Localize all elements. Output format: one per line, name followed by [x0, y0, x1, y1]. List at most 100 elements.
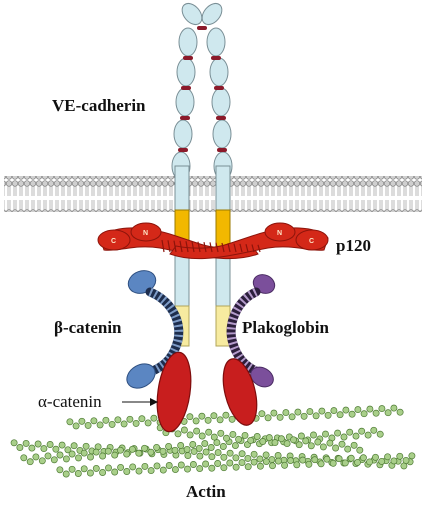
actin-subunit: [199, 413, 205, 419]
actin-subunit: [142, 463, 148, 469]
actin-subunit: [307, 409, 313, 415]
ec-domain: [174, 120, 192, 148]
actin-subunit: [331, 408, 337, 414]
actin-subunit: [221, 454, 227, 460]
actin-subunit: [318, 461, 324, 467]
actin-subunit: [271, 410, 277, 416]
actin-subunit: [59, 442, 65, 448]
actin-subunit: [296, 442, 302, 448]
actin-subunit: [148, 449, 154, 455]
ve-cadherin-label: VE-cadherin: [52, 96, 146, 116]
actin-subunit: [312, 457, 318, 463]
actin-subunit: [342, 460, 348, 466]
actin-subunit: [175, 431, 181, 437]
actin-subunit: [385, 454, 391, 460]
actin-subunit: [71, 443, 77, 449]
actin-subunit: [53, 446, 59, 452]
actin-subunit: [160, 467, 166, 473]
actin-subunit: [345, 446, 351, 452]
actin-subunit: [300, 457, 306, 463]
actin-subunit: [185, 452, 191, 458]
actin-subunit: [308, 443, 314, 449]
p120-right-n-label: N: [277, 230, 282, 237]
actin-subunit: [306, 461, 312, 467]
actin-subunit: [39, 458, 45, 464]
actin-subunit: [47, 441, 53, 447]
p120-catenin: C N N C: [98, 223, 328, 259]
actin-subunit: [105, 448, 111, 454]
calcium-binding-link: [216, 116, 226, 120]
actin-subunit: [205, 417, 211, 423]
ve-cadherin-dimer: [172, 0, 232, 346]
actin-subunit: [202, 441, 208, 447]
actin-subunit: [203, 449, 209, 455]
actin-subunit: [372, 454, 378, 460]
calcium-binding-link: [181, 86, 191, 90]
actin-subunit: [263, 459, 269, 465]
actin-subunit: [136, 468, 142, 474]
actin-subunit: [139, 416, 145, 422]
actin-subunit: [353, 433, 359, 439]
actin-subunit: [118, 464, 124, 470]
actin-subunit: [181, 427, 187, 433]
calcium-binding-link: [217, 148, 227, 152]
actin-subunit: [310, 432, 316, 438]
actin-subunit: [245, 455, 251, 461]
actin-subunit: [45, 453, 51, 459]
actin-subunit: [409, 453, 415, 459]
actin-subunit: [272, 440, 278, 446]
actin-subunit: [284, 441, 290, 447]
ec-domain: [213, 120, 231, 148]
actin-subunit: [103, 417, 109, 423]
actin-subunit: [233, 464, 239, 470]
actin-subunit: [190, 441, 196, 447]
actin-subunit: [251, 459, 257, 465]
actin-subunit: [79, 418, 85, 424]
actin-subunit: [351, 442, 357, 448]
actin-subunit: [57, 452, 63, 458]
ec-domain: [179, 28, 197, 56]
actin-subunit: [35, 441, 41, 447]
actin-subunit: [347, 429, 353, 435]
beta-catenin-label: β-catenin: [54, 318, 122, 338]
actin-subunit: [322, 431, 328, 437]
actin-subunit: [218, 430, 224, 436]
actin-subunit: [112, 469, 118, 475]
actin-subunit: [197, 466, 203, 472]
actin-subunit: [354, 459, 360, 465]
p120-label: p120: [336, 236, 371, 256]
actin-subunit: [93, 449, 99, 455]
actin-subunit: [242, 432, 248, 438]
actin-subunit: [166, 443, 172, 449]
actin-subunit: [333, 445, 339, 451]
actin-subunit: [365, 432, 371, 438]
calcium-binding-link: [180, 116, 190, 120]
actin-subunit: [129, 446, 135, 452]
actin-subunit: [221, 465, 227, 471]
actin-filaments: [11, 405, 415, 477]
ec-domain: [207, 28, 225, 56]
actin-subunit: [283, 410, 289, 416]
actin-subunit: [33, 454, 39, 460]
actin-subunit: [349, 411, 355, 417]
actin-subunit: [367, 406, 373, 412]
actin-subunit: [289, 414, 295, 420]
actin-subunit: [257, 456, 263, 462]
actin-subunit: [194, 428, 200, 434]
actin-subunit: [11, 440, 17, 446]
actin-subunit: [105, 465, 111, 471]
beta-catenin-c-domain: [123, 359, 160, 393]
actin-subunit: [151, 415, 157, 421]
actin-subunit: [197, 453, 203, 459]
actin-subunit: [69, 466, 75, 472]
actin-subunit: [75, 470, 81, 476]
actin-subunit: [236, 436, 242, 442]
actin-subunit: [287, 458, 293, 464]
actin-subunit: [223, 435, 229, 441]
actin-subunit: [83, 443, 89, 449]
actin-subunit: [217, 417, 223, 423]
ec-domain: [177, 58, 195, 86]
actin-subunit: [85, 422, 91, 428]
actin-subunit: [29, 445, 35, 451]
